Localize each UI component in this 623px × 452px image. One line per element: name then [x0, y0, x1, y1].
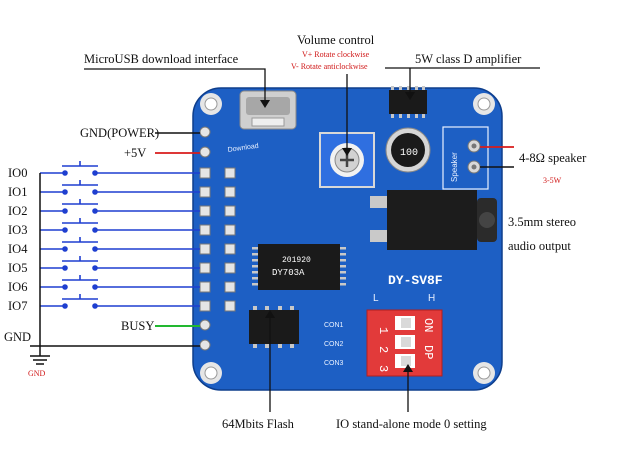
label-microusb: MicroUSB download interface	[84, 52, 239, 66]
label-volume-ccw: V- Rotate anticlockwise	[291, 62, 368, 71]
silk-speaker-label: Speaker	[450, 152, 459, 182]
dip-switch: L H 1 2 3 ON DP	[366, 293, 443, 377]
label-flash: 64Mbits Flash	[222, 417, 295, 431]
dip-number-3: 3	[376, 365, 390, 372]
silk-con1: CON1	[324, 322, 344, 329]
label-gnd: GND	[4, 330, 31, 344]
mounting-hole-icon	[473, 362, 495, 384]
label-stereo-line2: audio output	[508, 239, 571, 253]
board-model-label: DY-SV8F	[388, 273, 443, 288]
push-button-icon	[62, 237, 98, 252]
io-switch-wires	[39, 161, 200, 346]
label-plus5v: +5V	[124, 146, 146, 160]
label-io-setting: IO stand-alone mode 0 setting	[336, 417, 487, 431]
label-io4: IO4	[8, 242, 28, 256]
label-io5: IO5	[8, 261, 27, 275]
label-amplifier: 5W class D amplifier	[415, 52, 522, 66]
push-button-icon	[62, 218, 98, 233]
main-chip: 201920 DY703A	[252, 244, 346, 290]
label-stereo-line1: 3.5mm stereo	[508, 215, 576, 229]
amplifier-chip	[389, 86, 427, 118]
dip-low-label: L	[373, 293, 379, 304]
audio-jack	[370, 190, 497, 250]
dip-on-label: ON	[421, 318, 435, 332]
dip-number-1: 1	[376, 327, 390, 334]
dip-dp-label: DP	[421, 345, 435, 359]
label-io3: IO3	[8, 223, 27, 237]
label-io2: IO2	[8, 204, 27, 218]
io-pin-labels: IO0 IO1 IO2 IO3 IO4 IO5 IO6 IO7	[8, 166, 28, 313]
capacitor: 100	[385, 127, 431, 173]
push-button-icon	[62, 275, 98, 290]
label-io0: IO0	[8, 166, 27, 180]
push-button-icon	[62, 180, 98, 195]
label-busy: BUSY	[121, 319, 154, 333]
main-chip-label: DY703A	[272, 268, 305, 278]
dip-number-2: 2	[376, 346, 390, 353]
microusb-port: Download	[227, 90, 297, 154]
mounting-hole-icon	[473, 93, 495, 115]
push-button-icon	[62, 294, 98, 309]
push-button-icon	[62, 161, 98, 176]
main-chip-code: 201920	[282, 256, 311, 265]
speaker-terminal: Speaker	[442, 126, 489, 190]
silk-con3: CON3	[324, 360, 344, 367]
label-volume-cw: V+ Rotate clockwise	[302, 50, 370, 59]
label-speaker: 4-8Ω speaker	[519, 151, 587, 165]
mounting-hole-icon	[200, 362, 222, 384]
label-io1: IO1	[8, 185, 27, 199]
label-io6: IO6	[8, 280, 27, 294]
label-gnd-symbol: GND	[28, 369, 46, 378]
header-pins	[199, 126, 236, 351]
silk-download-label: Download	[227, 143, 259, 154]
push-button-icon	[62, 199, 98, 214]
callout-lines	[84, 67, 540, 412]
mounting-hole-icon	[200, 93, 222, 115]
ground-symbol-icon	[30, 346, 50, 365]
label-gnd-power: GND(POWER)	[80, 126, 159, 140]
dip-high-label: H	[428, 293, 435, 304]
label-speaker-power: 3-5W	[543, 176, 562, 185]
flash-chip	[249, 306, 299, 348]
capacitor-value: 100	[400, 148, 418, 159]
callout-arrows	[260, 74, 415, 372]
label-volume-title: Volume control	[297, 33, 375, 47]
push-button-icon	[62, 256, 98, 271]
label-io7: IO7	[8, 299, 27, 313]
silk-con2: CON2	[324, 341, 344, 348]
